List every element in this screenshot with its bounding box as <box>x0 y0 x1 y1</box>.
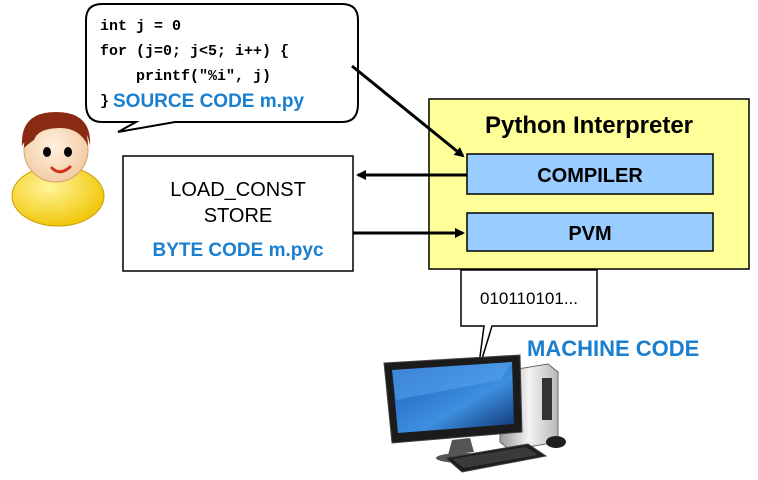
python-interpreter-box: Python Interpreter COMPILER PVM <box>428 98 750 270</box>
code-line-4: } <box>100 93 109 110</box>
source-code-label: SOURCE CODE m.py <box>113 91 305 112</box>
code-line-1: int j = 0 <box>100 18 181 35</box>
bytecode-label: BYTE CODE m.pyc <box>152 240 323 261</box>
pvm-label: PVM <box>568 223 611 245</box>
machine-bubble-shape <box>460 269 598 373</box>
code-line-3: printf("%i", j) <box>100 68 271 85</box>
machine-code-bits: 010110101... <box>480 289 578 308</box>
machine-code-label: MACHINE CODE <box>527 336 699 361</box>
machine-code-bubble: 010110101... <box>460 269 598 373</box>
user-avatar-icon <box>11 112 105 227</box>
compiler-box <box>466 153 714 195</box>
arrow-source-to-compiler <box>351 64 465 158</box>
source-code-bubble: int j = 0 for (j=0; j<5; i++) { printf("… <box>85 3 359 133</box>
bytecode-line-1: LOAD_CONST <box>170 179 306 201</box>
bytecode-frame <box>122 155 354 272</box>
bytecode-line-2: STORE <box>204 205 273 227</box>
bytecode-box: LOAD_CONST STORE BYTE CODE m.pyc <box>122 155 354 272</box>
pvm-box <box>466 212 714 252</box>
code-line-2: for (j=0; j<5; i++) { <box>100 43 289 60</box>
desktop-computer-icon <box>383 354 566 473</box>
interpreter-title: Python Interpreter <box>485 112 693 139</box>
compiler-label: COMPILER <box>537 165 643 187</box>
speech-bubble-shape <box>85 3 359 133</box>
